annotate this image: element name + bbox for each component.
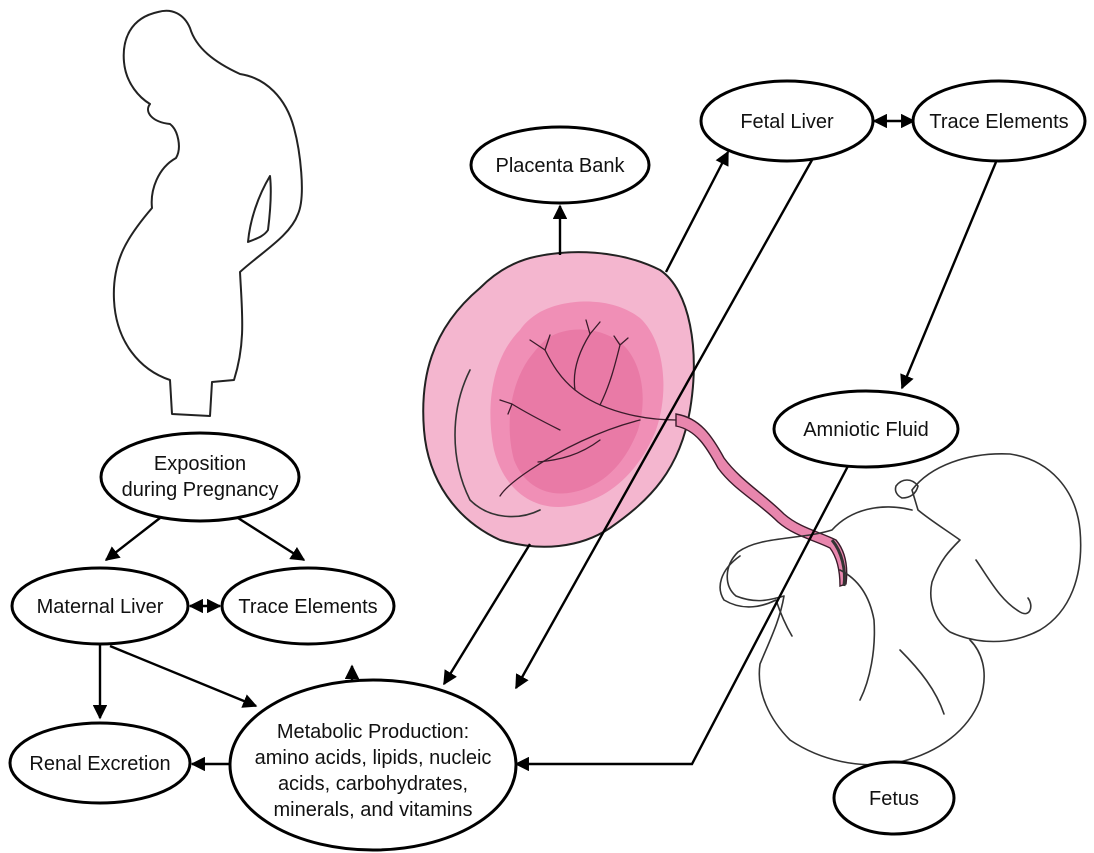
node-trace-elements-maternal: Trace Elements — [222, 568, 394, 644]
fetus-back — [900, 650, 944, 714]
node-maternal-liver: Maternal Liver — [12, 568, 188, 644]
node-label: Fetus — [869, 788, 919, 810]
fetus-hand-top — [895, 480, 918, 498]
node-renal-excretion: Renal Excretion — [10, 723, 190, 803]
fetus-ear — [976, 560, 1031, 614]
edge-exposition-to-maternal-liver — [106, 518, 160, 560]
node-metabolic-production: Metabolic Production: amino acids, lipids… — [230, 680, 516, 850]
node-placenta-bank: Placenta Bank — [471, 127, 649, 203]
node-trace-elements-fetal: Trace Elements — [913, 81, 1085, 161]
edge-maternal-liver-to-metabolic — [110, 646, 256, 706]
node-label: Placenta Bank — [496, 155, 626, 177]
fetus-head — [912, 454, 1081, 642]
pregnant-woman-illustration — [114, 11, 302, 416]
node-exposition: Exposition during Pregnancy — [101, 433, 299, 521]
node-label-line: acids, carbohydrates, — [278, 773, 468, 795]
node-label: Maternal Liver — [37, 596, 164, 618]
node-amniotic-fluid: Amniotic Fluid — [774, 391, 958, 467]
node-label-line: Fetus — [869, 788, 919, 810]
node-label-line: Placenta Bank — [496, 155, 626, 177]
node-label: Fetal Liver — [740, 111, 834, 133]
node-label-line: Metabolic Production: — [277, 721, 469, 743]
fetus-arm — [840, 570, 874, 700]
edge-exposition-to-trace-elements — [238, 518, 304, 560]
node-label-line: Exposition — [154, 453, 246, 475]
node-label-line: Maternal Liver — [37, 596, 164, 618]
edge-trace-elements-to-amniotic-fluid — [902, 162, 996, 388]
placenta-illustration — [423, 252, 694, 547]
node-label: Trace Elements — [238, 596, 377, 618]
node-fetus: Fetus — [834, 762, 954, 834]
edge-to-fetal-liver — [666, 152, 728, 272]
node-label-line: Renal Excretion — [29, 753, 170, 775]
fetus-body — [727, 507, 984, 765]
node-label: Trace Elements — [929, 111, 1068, 133]
node-label-line: Fetal Liver — [740, 111, 834, 133]
node-fetal-liver: Fetal Liver — [701, 81, 873, 161]
node-label-line: amino acids, lipids, nucleic — [255, 747, 492, 769]
node-label-line: Trace Elements — [929, 111, 1068, 133]
node-label-line: Amniotic Fluid — [803, 419, 929, 441]
node-label: Renal Excretion — [29, 753, 170, 775]
node-label: Amniotic Fluid — [803, 419, 929, 441]
node-label-line: minerals, and vitamins — [274, 799, 473, 821]
node-label-line: Trace Elements — [238, 596, 377, 618]
node-label-line: during Pregnancy — [122, 479, 279, 501]
edge-placenta-to-metabolic — [444, 544, 530, 684]
